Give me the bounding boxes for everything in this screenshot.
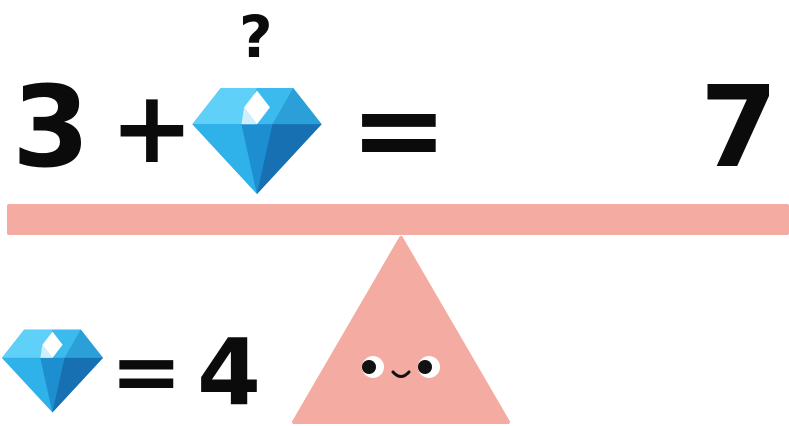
- number-seven: 7: [700, 72, 778, 184]
- right-eye: [418, 356, 440, 378]
- number-three: 3: [12, 72, 90, 184]
- diamond-icon: [192, 88, 322, 194]
- smiling-triangle-icon: [292, 236, 510, 424]
- solution-value: 4: [197, 327, 261, 419]
- plus-sign: +: [110, 78, 194, 178]
- question-mark: ?: [239, 8, 273, 66]
- left-eye: [362, 356, 384, 378]
- solution-equals-sign: =: [110, 332, 182, 414]
- diamond-icon: [2, 329, 103, 413]
- balance-beam: [7, 204, 789, 235]
- equals-sign: =: [350, 74, 449, 186]
